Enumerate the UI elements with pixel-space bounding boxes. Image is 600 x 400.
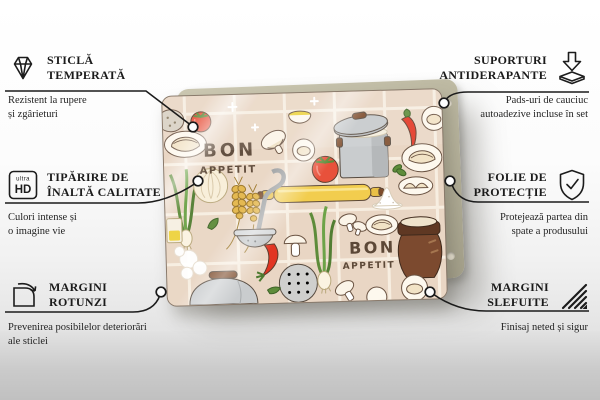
feature-description: Protejează partea din spate a produsului bbox=[499, 212, 588, 237]
feature-description: Finisaj neted și sigur bbox=[500, 322, 588, 333]
feature-title: STICLĂ TEMPERATĂ bbox=[47, 53, 126, 82]
diamond-icon bbox=[8, 54, 38, 82]
polished-edge-icon bbox=[558, 280, 588, 310]
glass-glare bbox=[162, 89, 447, 306]
callout-polished-edges: MARGINI SLEFUITE Finisaj neted și sigur bbox=[426, 277, 588, 335]
rubber-pad bbox=[446, 251, 456, 261]
floor-shadow-band bbox=[0, 331, 600, 400]
kitchen-pattern-illustration: BON appetit BON appetit bbox=[162, 89, 447, 306]
glass-board-product: BON appetit BON appetit bbox=[161, 88, 448, 307]
callout-protective-film: FOLIE DE PROTECȚIE Protejează partea din… bbox=[426, 167, 588, 238]
ultra-hd-icon: ultra HD bbox=[8, 170, 38, 200]
callout-anti-slip-supports: SUPORTURI ANTIDERAPANTE Pads-uri de cauc… bbox=[426, 50, 588, 121]
callout-tempered-glass: STICLĂ TEMPERATĂ Rezistent la rupere și … bbox=[8, 50, 164, 121]
shield-check-icon bbox=[556, 168, 588, 202]
callout-hd-printing: ultra HD TIPĂRIRE DE ÎNALTĂ CALITATE Cul… bbox=[8, 167, 164, 238]
feature-description: Prevenirea posibilelor deteriorări ale s… bbox=[8, 322, 147, 347]
feature-description: Pads-uri de cauciuc autoadezive incluse … bbox=[480, 95, 588, 120]
callout-rounded-edges: MARGINI ROTUNZI Prevenirea posibilelor d… bbox=[8, 277, 170, 348]
feature-title: FOLIE DE PROTECȚIE bbox=[473, 170, 547, 199]
feature-title: MARGINI SLEFUITE bbox=[487, 280, 549, 309]
anti-slip-pads-icon bbox=[556, 50, 588, 86]
svg-text:HD: HD bbox=[15, 184, 32, 196]
feature-description: Rezistent la rupere și zgârieturi bbox=[8, 95, 87, 120]
rounded-corner-icon bbox=[8, 280, 40, 310]
feature-title: MARGINI ROTUNZI bbox=[49, 280, 108, 309]
feature-description: Culori intense și o imagine vie bbox=[8, 212, 77, 237]
feature-title: TIPĂRIRE DE ÎNALTĂ CALITATE bbox=[47, 170, 161, 199]
svg-text:ultra: ultra bbox=[16, 177, 30, 183]
feature-title: SUPORTURI ANTIDERAPANTE bbox=[439, 53, 547, 82]
